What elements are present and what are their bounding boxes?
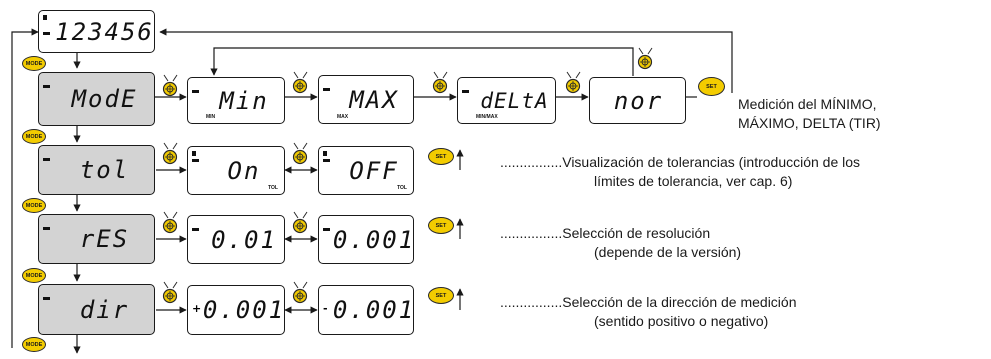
description-line: (sentido positivo o negativo) <box>594 313 769 329</box>
set-button-label: SET <box>435 153 447 160</box>
mode-button: MODE <box>22 337 46 352</box>
press-icon <box>292 281 308 304</box>
minus-sign <box>323 228 330 231</box>
mode-button: MODE <box>22 268 46 283</box>
minus-sign <box>192 228 199 231</box>
minus-sign <box>192 90 199 93</box>
lcd-option-nor: nor <box>589 77 686 124</box>
lcd-dir: dir <box>38 284 155 335</box>
mode-button: MODE <box>22 198 46 213</box>
mode-button: MODE <box>22 129 46 144</box>
description-line: (depende de la versión) <box>594 244 742 260</box>
mode-button-label: MODE <box>25 341 43 348</box>
description-mode: Medición del MÍNIMO, MÁXIMO, DELTA (TIR) <box>738 95 881 133</box>
lcd-res-001: 0.01 <box>187 215 285 264</box>
option-value: On <box>227 156 261 185</box>
description-line: Selección de la dirección de medición <box>562 294 797 310</box>
minus-sign <box>323 159 330 162</box>
minus-sign <box>43 32 50 35</box>
press-icon <box>292 71 308 94</box>
lcd-dir-label: dir <box>79 295 130 324</box>
option-value: nor <box>613 86 664 115</box>
press-icon <box>292 142 308 165</box>
lcd-dir-negative: - 0.001 <box>318 285 414 335</box>
description-line: Selección de resolución <box>562 225 711 241</box>
minus-sign <box>192 159 199 162</box>
press-icon <box>292 211 308 234</box>
lcd-mode-label: ModE <box>71 85 138 113</box>
option-sub-label: TOL <box>268 185 278 191</box>
option-value: 0.001 <box>332 296 416 324</box>
lcd-option-max: MAX MAX <box>318 75 414 124</box>
mode-button-label: MODE <box>25 202 43 209</box>
option-sub-label: MIN <box>206 114 216 120</box>
minus-sign <box>323 88 330 91</box>
lcd-res: rES <box>38 214 155 264</box>
minus-sign <box>43 297 50 300</box>
minus-sign <box>462 90 469 93</box>
mode-button-label: MODE <box>25 60 43 67</box>
option-value: OFF <box>349 156 399 185</box>
lcd-option-delta: dELtA MIN/MAX <box>457 77 556 124</box>
leader-dots: ................ <box>500 154 563 170</box>
lcd-tol-on: On TOL <box>187 146 285 195</box>
set-button-label: SET <box>435 292 447 299</box>
press-icon <box>162 281 178 304</box>
option-value: dELtA <box>480 88 549 113</box>
leader-dots: ................ <box>500 225 563 241</box>
leader-dots: ................ <box>500 294 563 310</box>
description-line: MÁXIMO, DELTA (TIR) <box>738 115 881 131</box>
description-line: Medición del MÍNIMO, <box>738 96 877 112</box>
lcd-tol: tol <box>38 145 155 195</box>
description-res: ................Selección de resolución … <box>500 224 741 262</box>
minus-sign <box>43 227 50 230</box>
lcd-option-min: Min MIN <box>187 77 285 124</box>
mode-button-label: MODE <box>25 272 43 279</box>
segment-indicator <box>192 151 196 156</box>
lcd-res-0001: 0.001 <box>318 215 414 264</box>
set-button-label: SET <box>435 222 447 229</box>
lcd-dir-positive: + 0.001 <box>187 285 285 335</box>
option-sub-label: MIN/MAX <box>476 114 498 120</box>
option-value: 0.001 <box>202 296 286 324</box>
lcd-tol-off: OFF TOL <box>318 146 414 195</box>
description-line: Visualización de tolerancias (introducci… <box>562 154 861 170</box>
press-icon <box>565 71 581 94</box>
press-icon <box>162 211 178 234</box>
lcd-mode: ModE <box>38 72 155 126</box>
press-icon <box>162 142 178 165</box>
minus-sign <box>43 158 50 161</box>
set-button-label: SET <box>706 83 717 90</box>
segment-indicator <box>323 151 327 156</box>
set-button: SET <box>428 148 454 165</box>
sign-indicator: - <box>323 302 328 315</box>
option-value: MAX <box>349 85 399 114</box>
press-icon <box>162 74 178 97</box>
set-button: SET <box>428 217 454 234</box>
minus-sign <box>43 85 50 88</box>
main-display-value: 123456 <box>55 17 154 46</box>
press-icon <box>432 71 448 94</box>
mode-button-label: MODE <box>25 133 43 140</box>
option-value: Min <box>219 86 269 115</box>
option-value: 0.01 <box>211 225 277 254</box>
description-tol: ................Visualización de toleran… <box>500 153 860 191</box>
set-button: SET <box>428 287 454 304</box>
lcd-res-label: rES <box>79 225 130 253</box>
press-icon <box>637 47 653 70</box>
option-sub-label: TOL <box>397 185 407 191</box>
mode-button: MODE <box>22 56 46 71</box>
option-value: 0.001 <box>332 225 416 254</box>
main-display: 123456 <box>38 10 155 53</box>
option-sub-label: MAX <box>337 114 349 120</box>
lcd-tol-label: tol <box>79 156 130 184</box>
set-button: SET <box>698 77 725 96</box>
sign-indicator: + <box>192 302 202 315</box>
segment-indicator <box>43 15 47 20</box>
description-line: límites de tolerancia, ver cap. 6) <box>594 173 793 189</box>
description-dir: ................Selección de la direcció… <box>500 293 796 331</box>
